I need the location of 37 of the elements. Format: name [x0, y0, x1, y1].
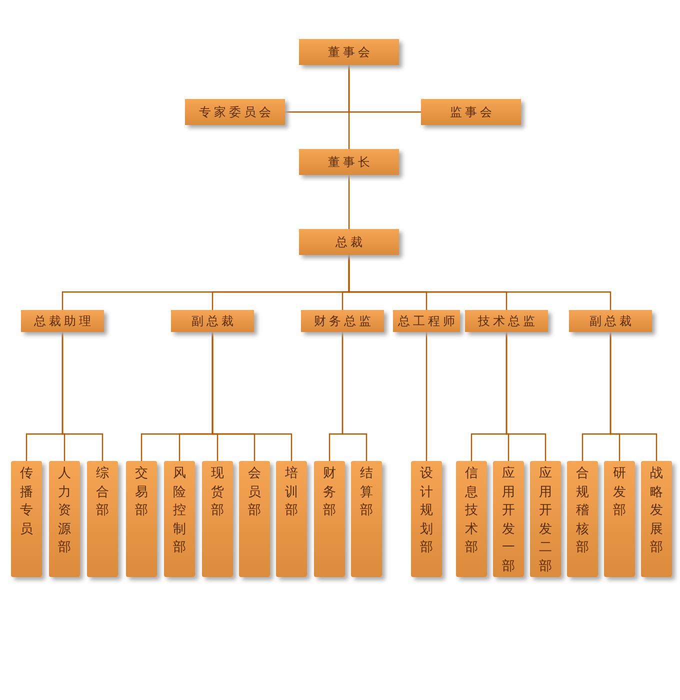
- position-box: 副总裁: [569, 310, 652, 332]
- department-box: 传播专员: [11, 461, 42, 577]
- position-box: 总裁助理: [21, 310, 104, 332]
- position-box: 总裁: [299, 229, 399, 255]
- department-box: 风险控制部: [164, 461, 195, 577]
- position-box: 技术总监: [465, 310, 548, 332]
- position-box: 总工程师: [393, 310, 460, 332]
- department-box: 会员部: [239, 461, 270, 577]
- connector-line: [62, 332, 104, 461]
- connector-line: [610, 332, 658, 461]
- connector-line: [426, 332, 428, 461]
- department-box: 研发部: [604, 461, 635, 577]
- position-box: 董事长: [299, 149, 399, 175]
- department-box: 综合部: [87, 461, 118, 577]
- position-box: 副总裁: [171, 310, 254, 332]
- connector-line: [348, 65, 350, 149]
- department-box: 交易部: [126, 461, 157, 577]
- connector-line: [506, 332, 546, 461]
- department-box: 人力资源部: [49, 461, 80, 577]
- position-box: 专家委员会: [185, 99, 285, 125]
- department-box: 设计规划部: [411, 461, 442, 577]
- department-box: 应用开发二部: [530, 461, 561, 577]
- department-box: 财务部: [314, 461, 345, 577]
- department-box: 应用开发一部: [493, 461, 524, 577]
- connector-line: [212, 332, 292, 461]
- department-box: 现货部: [202, 461, 233, 577]
- department-box: 战略发展部: [641, 461, 672, 577]
- department-box: 合规稽核部: [567, 461, 598, 577]
- position-box: 监事会: [421, 99, 521, 125]
- department-box: 信息技术部: [456, 461, 487, 577]
- connector-line: [348, 255, 612, 310]
- department-box: 结算部: [351, 461, 382, 577]
- position-box: 董事会: [299, 39, 399, 65]
- position-box: 财务总监: [301, 310, 384, 332]
- connector-line: [342, 332, 368, 461]
- department-box: 培训部: [276, 461, 307, 577]
- connector-line: [348, 175, 350, 229]
